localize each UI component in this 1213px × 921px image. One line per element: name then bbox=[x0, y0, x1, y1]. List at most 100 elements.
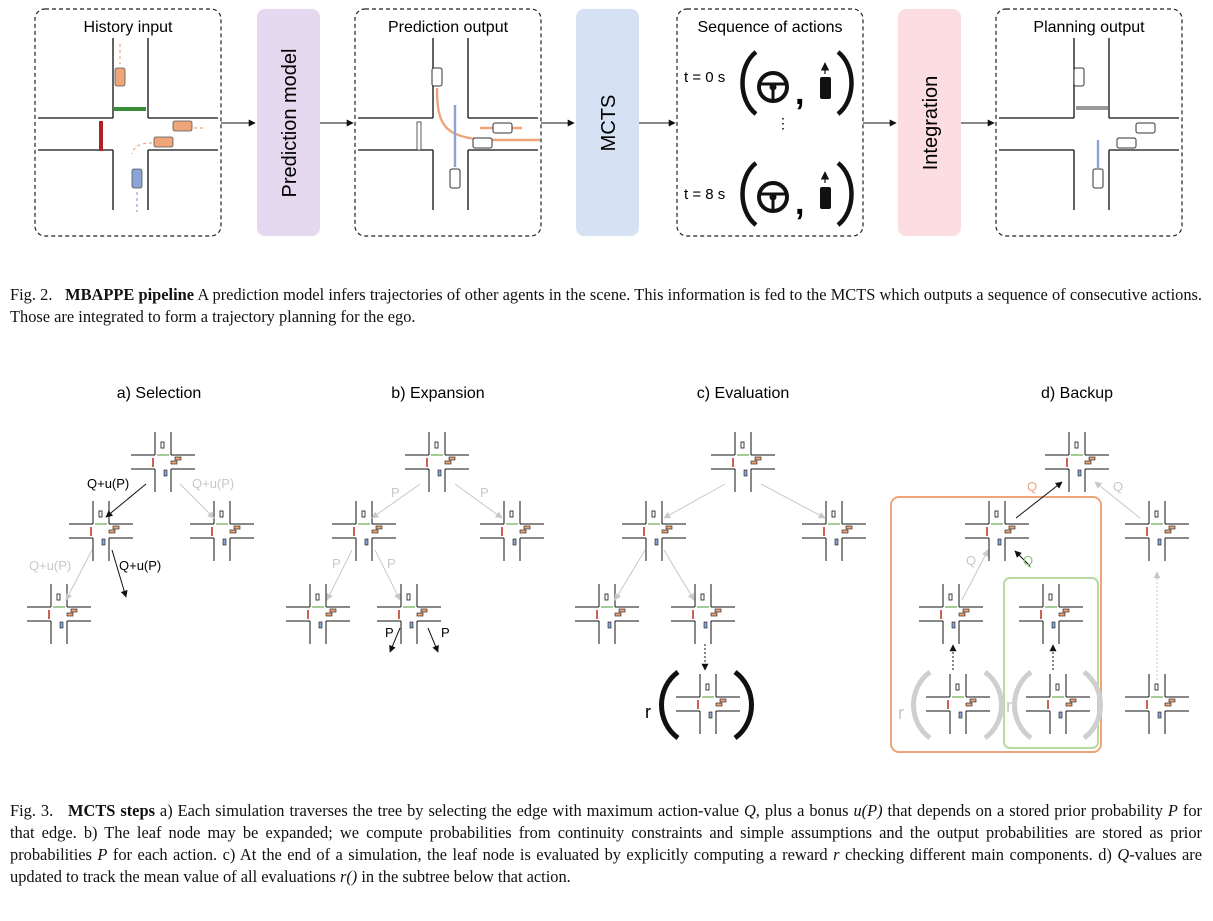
backup-tree: Q Q Q Q r r bbox=[890, 431, 1190, 753]
fig3-caption-label: Fig. 3. bbox=[10, 801, 54, 820]
prediction-output-panel: Prediction output bbox=[354, 8, 542, 237]
steering-wheel-icon bbox=[757, 71, 789, 103]
tree-node bbox=[574, 583, 640, 645]
prediction-model-block: Prediction model bbox=[257, 9, 320, 236]
tree-node bbox=[331, 500, 397, 562]
caption-text: checking different main components. d) bbox=[839, 845, 1118, 864]
edge-label-p: P bbox=[332, 556, 341, 571]
history-input-title: History input bbox=[84, 19, 173, 36]
caption-math: Q bbox=[743, 801, 756, 820]
ego-vehicle bbox=[131, 168, 143, 189]
tree-node bbox=[479, 500, 545, 562]
tree-node bbox=[68, 500, 134, 562]
reward-evaluation: r bbox=[898, 669, 1004, 741]
tree-node bbox=[710, 431, 776, 493]
caption-text: -values are updated to track the mean va… bbox=[10, 845, 1203, 886]
backup-outer-box bbox=[890, 496, 1102, 753]
caption-math: Q bbox=[1117, 845, 1130, 864]
tree-node bbox=[1044, 431, 1110, 493]
tree-node bbox=[964, 500, 1030, 562]
tree-node bbox=[130, 431, 196, 493]
time-label-start: t = 0 s bbox=[684, 69, 725, 86]
tree-node bbox=[285, 583, 351, 645]
fig2-caption-text: A prediction model infers trajectories o… bbox=[10, 285, 1202, 326]
edge-label-q: Q bbox=[1023, 553, 1033, 568]
time-label-end: t = 8 s bbox=[684, 186, 725, 203]
caption-text: in the subtree below that action. bbox=[357, 867, 571, 886]
reward-label: r bbox=[898, 703, 904, 723]
history-input-panel: History input bbox=[34, 8, 222, 237]
expansion-title: b) Expansion bbox=[391, 385, 484, 402]
fig2-caption-title: MBAPPE pipeline bbox=[65, 285, 195, 304]
edge-label-p: P bbox=[480, 485, 489, 500]
edge-label-qup: Q+u(P) bbox=[29, 558, 71, 573]
expansion-tree: P P P P P P bbox=[285, 431, 545, 653]
edge-label-qup: Q+u(P) bbox=[119, 558, 161, 573]
action-tuple-end: , bbox=[740, 161, 854, 227]
reward-evaluation: r bbox=[1006, 669, 1103, 741]
tree-node bbox=[1124, 500, 1190, 562]
svg-text:,: , bbox=[795, 184, 804, 222]
prediction-output-title: Prediction output bbox=[388, 19, 509, 36]
vehicle bbox=[114, 67, 126, 87]
reward-evaluation: r bbox=[645, 669, 754, 741]
vehicle bbox=[153, 136, 174, 148]
vehicle bbox=[472, 137, 493, 149]
caption-math: r bbox=[833, 845, 840, 864]
tree-node bbox=[189, 500, 255, 562]
car-accelerate-icon bbox=[820, 171, 831, 209]
planning-output-title: Planning output bbox=[1033, 19, 1145, 36]
edge-label-q: Q bbox=[966, 553, 976, 568]
caption-text: a) Each simulation traverses the tree by… bbox=[154, 801, 744, 820]
tree-node bbox=[1124, 673, 1190, 735]
evaluation-tree: r bbox=[574, 431, 867, 741]
edge-label-p: P bbox=[387, 556, 396, 571]
caption-math: P bbox=[1167, 801, 1178, 820]
action-tuple-start: , bbox=[740, 50, 854, 116]
integration-label: Integration bbox=[920, 76, 942, 171]
prediction-model-label: Prediction model bbox=[279, 49, 301, 198]
ego-vehicle bbox=[449, 168, 461, 189]
edge-label-p: P bbox=[391, 485, 400, 500]
tree-node bbox=[1018, 583, 1084, 645]
selection-title: a) Selection bbox=[117, 385, 202, 402]
backup-title: d) Backup bbox=[1041, 385, 1113, 402]
fig2-caption: Fig. 2. MBAPPE pipeline A prediction mod… bbox=[10, 284, 1202, 328]
fig2-caption-label: Fig. 2. bbox=[10, 285, 53, 304]
ellipsis: ⋮ bbox=[776, 115, 790, 131]
tree-node bbox=[801, 500, 867, 562]
edge-label-q: Q bbox=[1113, 479, 1123, 494]
reward-label: r bbox=[1006, 696, 1012, 716]
car-accelerate-icon bbox=[820, 62, 831, 99]
tree-node bbox=[670, 583, 736, 645]
vehicle bbox=[172, 120, 193, 132]
planning-output-panel: Planning output bbox=[995, 8, 1183, 237]
edge-label-qup: Q+u(P) bbox=[87, 476, 129, 491]
tree-node bbox=[918, 583, 984, 645]
tree-node bbox=[621, 500, 687, 562]
fig3-caption-title: MCTS steps bbox=[68, 801, 155, 820]
caption-text: , plus a bonus bbox=[755, 801, 854, 820]
mcts-block: MCTS bbox=[576, 9, 639, 236]
sequence-of-actions-panel: Sequence of actions t = 0 s t = 8 s , ⋮ bbox=[676, 8, 864, 237]
fig2-pipeline: History input Prediction model Predictio… bbox=[34, 8, 1183, 237]
sequence-of-actions-title: Sequence of actions bbox=[698, 19, 843, 36]
steering-wheel-icon bbox=[757, 181, 789, 213]
caption-math: u(P) bbox=[853, 801, 883, 820]
vehicle bbox=[1116, 137, 1137, 149]
mcts-label: MCTS bbox=[598, 95, 620, 152]
caption-math: P bbox=[97, 845, 108, 864]
caption-text: for that edge. b) The leaf node may be e… bbox=[10, 801, 1202, 864]
caption-text: for each action. c) At the end of a simu… bbox=[107, 845, 834, 864]
vehicle bbox=[1073, 67, 1085, 87]
integration-block: Integration bbox=[898, 9, 961, 236]
vehicle bbox=[1135, 122, 1156, 134]
vehicle bbox=[431, 67, 443, 87]
edge-label-qup: Q+u(P) bbox=[192, 476, 234, 491]
tree-node bbox=[404, 431, 470, 493]
ego-vehicle bbox=[1092, 168, 1104, 189]
edge-label-p: P bbox=[385, 625, 394, 640]
selection-tree: Q+u(P) Q+u(P) Q+u(P) Q+u(P) bbox=[26, 431, 255, 645]
backup-inner-box bbox=[1003, 577, 1099, 749]
